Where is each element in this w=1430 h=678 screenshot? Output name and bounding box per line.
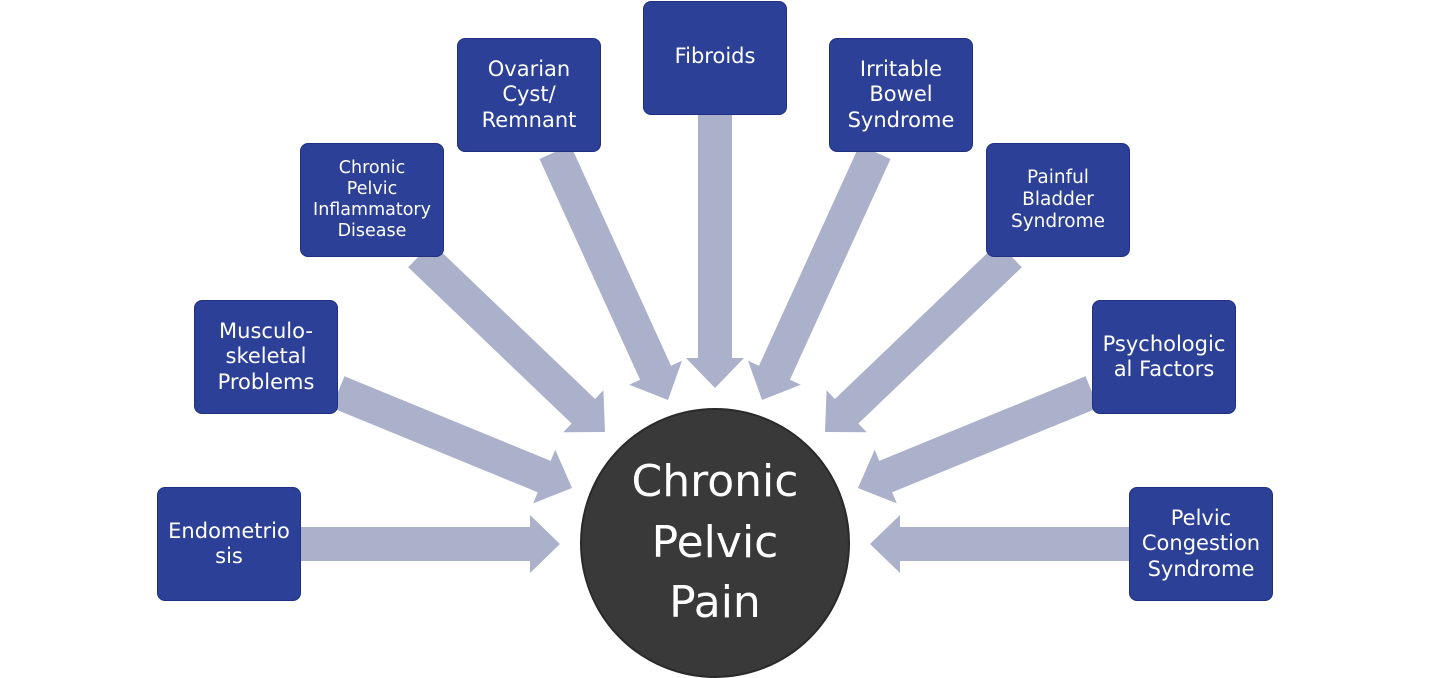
arrow-ovarian-cyst-remnant bbox=[539, 145, 682, 400]
arrow-irritable-bowel-syndrome bbox=[748, 145, 891, 400]
center-chronic-pelvic-pain: Chronic Pelvic Pain bbox=[580, 408, 850, 678]
arrow-musculoskeletal-problems bbox=[331, 376, 572, 504]
node-endometriosis: Endometrio sis bbox=[157, 487, 301, 601]
arrow-endometriosis bbox=[301, 515, 560, 573]
node-painful-bladder-syndrome: Painful Bladder Syndrome bbox=[986, 143, 1130, 257]
arrow-pelvic-congestion-syndrome bbox=[870, 515, 1129, 573]
arrow-psychological-factors bbox=[858, 376, 1099, 504]
arrow-chronic-pelvic-inflammatory-disease bbox=[408, 242, 605, 433]
node-ovarian-cyst-remnant: Ovarian Cyst/ Remnant bbox=[457, 38, 601, 152]
node-musculoskeletal-problems: Musculo- skeletal Problems bbox=[194, 300, 338, 414]
node-irritable-bowel-syndrome: Irritable Bowel Syndrome bbox=[829, 38, 973, 152]
arrow-painful-bladder-syndrome bbox=[825, 242, 1022, 433]
node-psychological-factors: Psychologic al Factors bbox=[1092, 300, 1236, 414]
node-chronic-pelvic-inflammatory-disease: Chronic Pelvic Inflammatory Disease bbox=[300, 143, 444, 257]
node-pelvic-congestion-syndrome: Pelvic Congestion Syndrome bbox=[1129, 487, 1273, 601]
node-fibroids: Fibroids bbox=[643, 1, 787, 115]
arrow-fibroids bbox=[686, 115, 744, 388]
